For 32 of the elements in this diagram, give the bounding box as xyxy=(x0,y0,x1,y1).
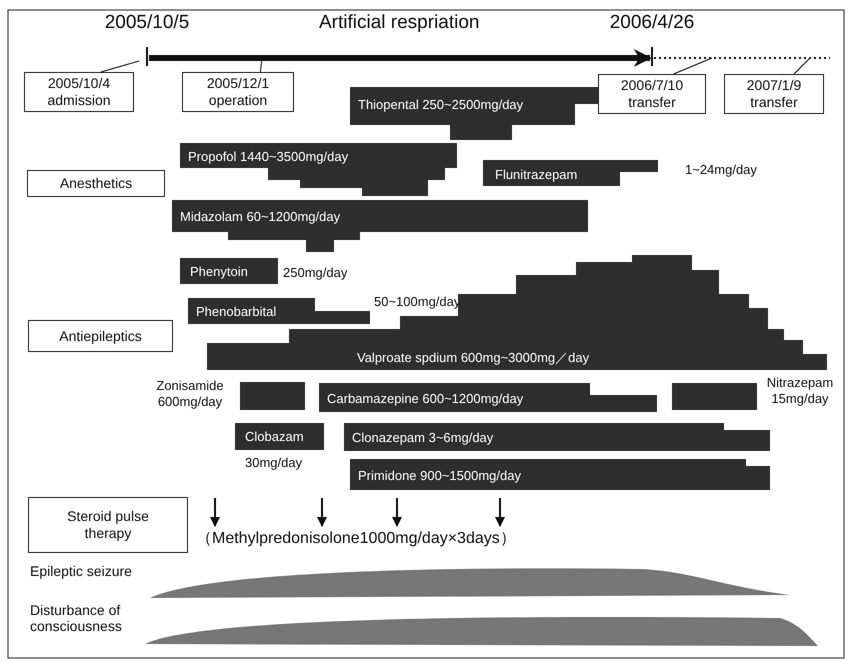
drug-label: Propofol 1440~3500mg/day xyxy=(188,149,348,164)
dose-label: Nitrazepam 15mg/day xyxy=(766,375,834,407)
category-label: Anesthetics xyxy=(27,170,165,197)
dose-note: （Methylpredonisolone1000mg/day×3days） xyxy=(196,529,516,549)
dose-label: 250mg/day xyxy=(283,265,348,280)
arrow xyxy=(149,49,652,67)
drug-label: Valproate spdium 600mg~3000mg／day xyxy=(357,349,590,367)
drug-label: Clobazam xyxy=(245,429,304,444)
row-label: Epileptic seizure xyxy=(30,563,132,579)
drug-label: Clonazepam 3~6mg/day xyxy=(352,430,494,445)
category-label: Antiepileptics xyxy=(28,320,173,352)
drug-label: Phenobarbital xyxy=(196,304,276,319)
drug-label: Primidone 900~1500mg/day xyxy=(358,468,521,483)
drug-label: Flunitrazepam xyxy=(495,167,578,182)
drug-label: Carbamazepine 600~1200mg/day xyxy=(327,391,524,406)
leader-line xyxy=(100,60,140,72)
date-callout: 2005/10/4 admission xyxy=(24,72,134,112)
dose-label: 1~24mg/day xyxy=(685,162,757,177)
date-label: 2006/4/26 xyxy=(602,12,702,34)
leader-line xyxy=(794,58,810,74)
drug-label: Thiopental 250~2500mg/day xyxy=(358,97,524,112)
date-label: 2005/10/5 xyxy=(97,12,197,34)
row-label: Disturbance of consciousness xyxy=(30,602,123,634)
drug-label: Midazolam 60~1200mg/day xyxy=(180,209,340,224)
date-callout: 2007/1/9 transfer xyxy=(724,74,824,114)
date-callout: 2005/12/1 operation xyxy=(182,72,294,112)
dose-label: Zonisamide 600mg/day xyxy=(155,378,225,410)
drug-label: Phenytoin xyxy=(190,264,248,279)
category-label: Steroid pulse therapy xyxy=(28,497,188,553)
dose-label: 30mg/day xyxy=(245,455,302,470)
date-callout: 2006/7/10 transfer xyxy=(598,74,706,114)
leader-line xyxy=(673,58,712,74)
